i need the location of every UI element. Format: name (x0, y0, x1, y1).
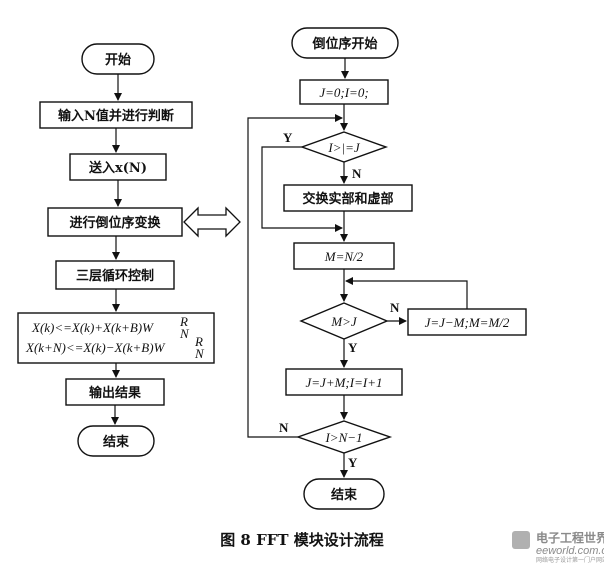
left-flow: 开始 输入N值并进行判断 送入x(N) 进行倒位序变换 三层循环控制 X(k)<… (17, 43, 215, 457)
swap-label: 交换实部和虚部 (302, 191, 393, 207)
cond-mj-label: M>J (330, 314, 358, 329)
cond-in-yes: Y (348, 455, 358, 470)
init-label: J=0;I=0; (319, 85, 368, 100)
right-end-terminal (303, 478, 385, 510)
cond-ij-label: I>|=J (327, 140, 360, 155)
figure-caption: 图 8 FFT 模块设计流程 (220, 531, 384, 549)
m-assign-label: M=N/2 (324, 249, 364, 264)
swap-box (283, 184, 413, 212)
right-end-label: 结束 (331, 487, 358, 503)
cond-in-label: I>N−1 (324, 430, 362, 445)
cond-ij-yes: Y (283, 130, 293, 145)
right-flow: 倒位序开始 J=0;I=0; I>|=J Y N 交换实部和虚部 M=N/2 M… (247, 27, 527, 510)
butterfly-sup-2: R (194, 334, 203, 349)
arrow-loop-back (345, 277, 468, 309)
output-box (65, 378, 165, 406)
right-start-label: 倒位序开始 (311, 36, 377, 52)
butterfly-sub-1: N (179, 326, 190, 341)
arrow-outer-loop (247, 114, 343, 438)
bit-reverse-box (47, 207, 183, 237)
watermark-tagline: 网络电子设计第一门户网站 (536, 556, 604, 564)
cond-mj-no: N (390, 300, 400, 315)
butterfly-sub-2: N (194, 346, 205, 361)
init-box (299, 79, 389, 105)
cond-mj-yes: Y (348, 340, 358, 355)
left-end-label: 结束 (103, 434, 130, 450)
cond-ij-no: N (352, 166, 362, 181)
arrow-yes-bypass (261, 146, 343, 232)
update-ji-label: J=J+M;I=I+1 (306, 375, 383, 390)
double-arrow-connector (183, 206, 241, 238)
watermark-url: eeworld.com.cn (536, 545, 604, 557)
watermark-brand: 电子工程世界 (536, 530, 604, 545)
bit-reverse-label: 进行倒位序变换 (69, 215, 161, 231)
loop-control-label: 三层循环控制 (76, 268, 154, 284)
loop-control-box (55, 260, 175, 290)
cond-in-no: N (279, 420, 289, 435)
output-label: 输出结果 (89, 385, 141, 401)
butterfly-eq-1: X(k)<=X(k)+X(k+B)W (31, 320, 154, 335)
watermark-logo-icon (512, 531, 530, 549)
input-n-box (39, 101, 193, 129)
update-jm-box (407, 308, 527, 336)
butterfly-box (17, 312, 215, 364)
watermark: 电子工程世界 eeworld.com.cn 网络电子设计第一门户网站 (512, 530, 604, 564)
update-ji-box (285, 368, 403, 396)
input-n-label: 输入N值并进行判断 (58, 108, 174, 124)
left-start-label: 开始 (105, 52, 131, 68)
butterfly-sup-1: R (179, 314, 188, 329)
update-jm-label: J=J−M;M=M/2 (425, 315, 510, 330)
butterfly-eq-2: X(k+N)<=X(k)−X(k+B)W (25, 340, 166, 355)
send-x-label: 送入x(N) (88, 160, 147, 176)
left-end-terminal (77, 425, 155, 457)
